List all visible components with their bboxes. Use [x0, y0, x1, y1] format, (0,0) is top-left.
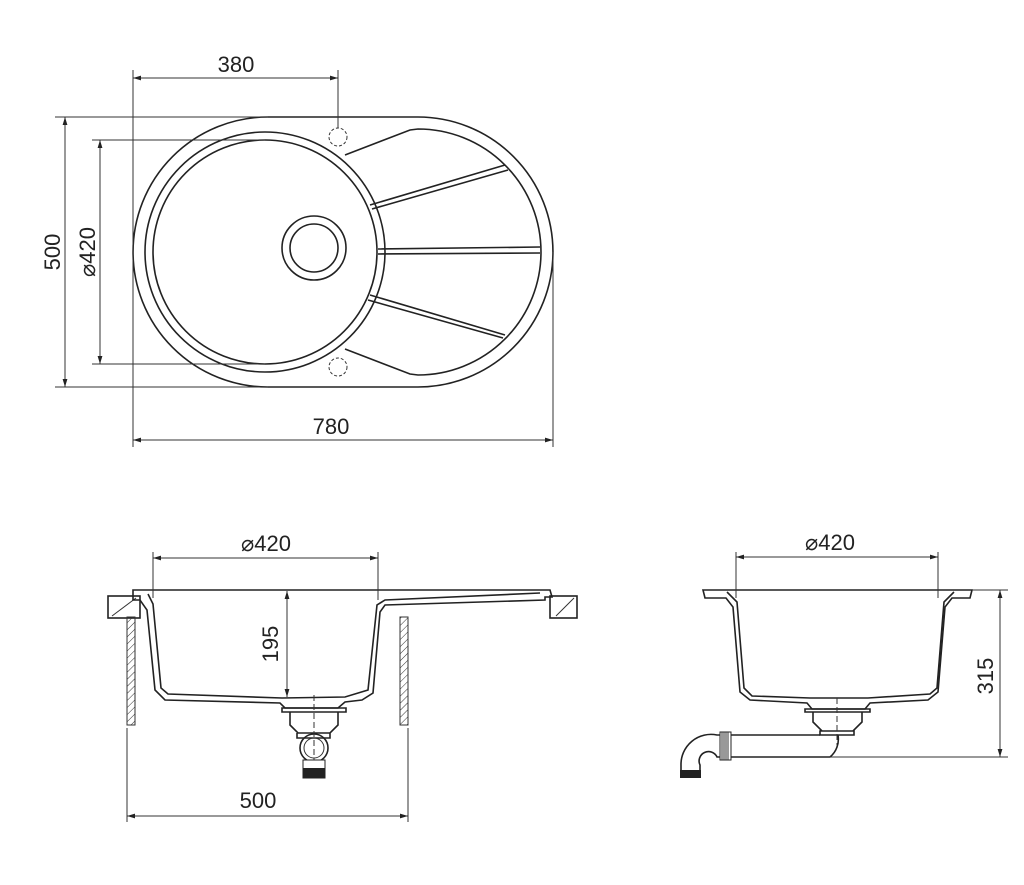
bowl-rim — [144, 131, 386, 373]
drainboard-rib-upper — [369, 164, 509, 210]
cabinet-wall-left — [126, 616, 136, 726]
drain-outer — [281, 215, 347, 281]
sink-profile-outer — [132, 589, 554, 709]
drainboard-rib-lower — [367, 294, 506, 339]
side-view-right: ⌀420 315 — [680, 530, 1008, 778]
dim-drain-offset-label: 380 — [218, 52, 255, 77]
sink-profile-inner — [726, 591, 955, 699]
tap-hole-upper-icon — [328, 127, 348, 147]
cabinet-wall-right — [399, 616, 409, 726]
top-view: 380 780 500 ⌀420 — [40, 52, 554, 447]
pipe-outlet — [680, 770, 701, 778]
sink-profile-outer — [701, 589, 974, 710]
drainboard-outline — [344, 128, 542, 376]
dim-bowl-diameter-label: ⌀420 — [241, 531, 291, 556]
dim-total-height-label: 315 — [973, 658, 998, 695]
sink-outline — [132, 116, 554, 388]
drain-inner — [289, 223, 339, 273]
dim-bowl-diameter-label: ⌀420 — [805, 530, 855, 555]
dim-bowl-depth-label: 195 — [258, 626, 283, 663]
side-view-left: ⌀420 195 500 — [107, 531, 578, 822]
dim-cabinet-width-label: 500 — [240, 788, 277, 813]
bowl-inner — [152, 139, 378, 365]
dim-depth-label: 500 — [40, 234, 65, 271]
sink-profile-inner — [147, 592, 541, 699]
countertop-right — [549, 595, 578, 619]
dim-length-label: 780 — [313, 414, 350, 439]
waste-pipe — [680, 733, 840, 775]
tap-hole-lower-icon — [328, 357, 348, 377]
dim-bowl-diameter-label: ⌀420 — [75, 227, 100, 277]
countertop-left — [107, 595, 141, 619]
drainboard-rib-middle — [377, 246, 541, 255]
